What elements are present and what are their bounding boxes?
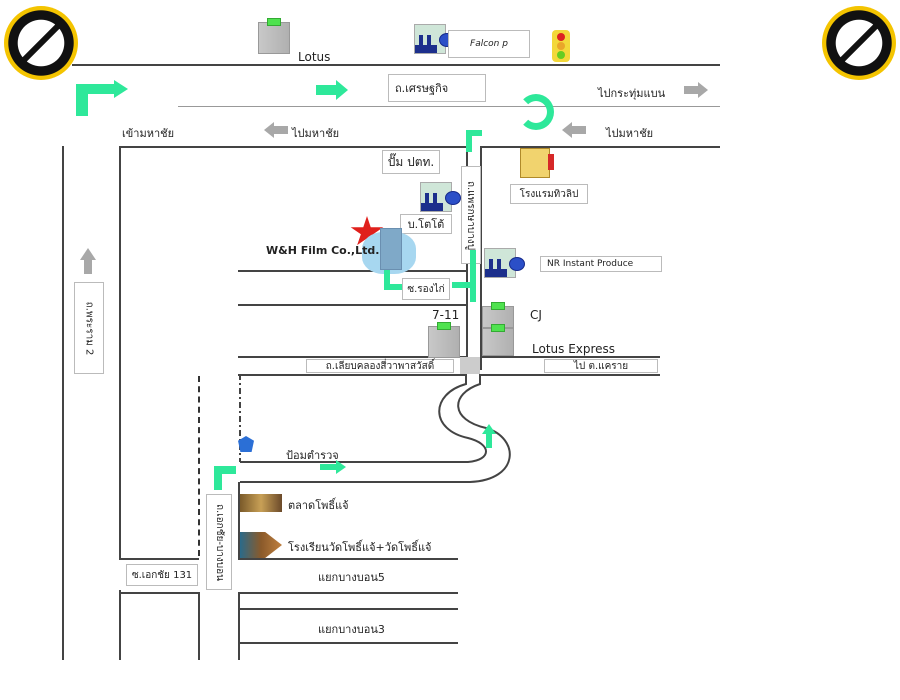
direction-arrow-left-head (264, 122, 274, 138)
b-toto-label: บ.โตโต้ (400, 214, 452, 234)
road-setthakit-top-edge (72, 64, 720, 66)
route-turn-arrow-icon (76, 90, 88, 116)
route-arrow-right-icon (316, 85, 336, 95)
road-rama2-right-edge (119, 146, 121, 558)
traffic-light-icon (552, 30, 570, 62)
road-setthakit-bottom-edge-left (120, 146, 466, 148)
block-line-6 (238, 642, 458, 644)
route-u-turn-icon (518, 94, 554, 130)
s-curve-road (239, 374, 511, 483)
route-arrow-right-icon-2 (320, 464, 336, 470)
route-turn-right-segment (214, 466, 236, 474)
to-mahachai-right-label: ไปมหาชัย (606, 127, 654, 140)
intersection-marker (460, 357, 480, 374)
to-krathum-baen-label: ไปกระทุ่มแบน (598, 87, 666, 100)
route-company-entry (384, 270, 390, 288)
road-phraeksa-right-edge (480, 146, 482, 370)
route-arrow-right-head-2 (336, 460, 346, 474)
ekachai-road-right-edge (238, 482, 240, 558)
company-name-label: W&H Film Co.,Ltd. (266, 244, 380, 257)
block-line-3 (238, 558, 458, 560)
bang-bon-5-label: แยกบางบอน5 (318, 571, 385, 584)
soi-ekachai-131-label: ซ.เอกชัย 131 (126, 564, 198, 586)
route-turn-arrow-head (114, 80, 128, 98)
direction-arrow-left-icon-2 (572, 126, 586, 134)
company-building-icon (362, 228, 416, 274)
liap-khlong-road-label: ถ.เลียบคลองสี่วาพาสวัสดิ์ (306, 359, 454, 373)
ekachai-road-right-edge-lower (238, 592, 240, 660)
block-line-4 (238, 592, 458, 594)
route-company-entry-2 (384, 284, 402, 290)
road-setthakit-label: ถ.เศรษฐกิจ (388, 74, 486, 102)
route-left-segment (452, 282, 470, 288)
liap-khlong-bottom-edge-left (238, 374, 466, 376)
direction-arrow-right-head (698, 82, 708, 98)
cj-label: CJ (530, 308, 542, 322)
block-line-2 (238, 304, 466, 306)
direction-arrow-left-head-2 (562, 122, 572, 138)
route-arrow-up-icon (486, 432, 492, 448)
direction-arrow-left-icon (274, 126, 288, 134)
road-setthakit-bottom-edge-right (480, 146, 720, 148)
to-mahachai-left-label: ไปมหาชัย (292, 127, 340, 140)
ekachai-bangbon-road-text: ถ.เอกชัย-บางบอน (213, 503, 225, 581)
route-turn-down-icon (466, 130, 482, 136)
liap-khlong-top-edge-left (238, 356, 466, 358)
lotus-store-icon (258, 18, 290, 54)
certification-seal-right-icon (822, 6, 896, 80)
toto-factory-icon (420, 182, 461, 212)
route-arrow-right-head (336, 80, 348, 100)
ekachai-road-left-edge (198, 376, 200, 556)
ekachai-bangbon-road-label: ถ.เอกชัย-บางบอน (206, 494, 232, 590)
direction-arrow-up-icon (84, 260, 92, 274)
route-turn-arrow-segment (76, 84, 114, 94)
route-arrow-up-head (482, 424, 496, 434)
soi-131-bottom-edge (119, 592, 199, 594)
block-line-5 (238, 608, 458, 610)
direction-arrow-up-head (80, 248, 96, 260)
seven-eleven-store-icon (428, 322, 460, 358)
road-rama2-right-edge-lower (119, 590, 121, 660)
school-temple-label: โรงเรียนวัดโพธิ์แจ้+วัดโพธิ์แจ้ (288, 541, 432, 554)
temple-icon (240, 532, 282, 558)
certification-seal-left-icon (4, 6, 78, 80)
ptt-station-label: ปั๊ม ปตท. (382, 150, 440, 174)
hotel-icon (520, 148, 550, 178)
lotus-express-label: Lotus Express (532, 342, 616, 356)
soi-rongkai-label: ซ.รองไก่ (402, 278, 450, 300)
liap-khlong-top-edge-right (480, 356, 660, 358)
road-rama2-left-edge (62, 146, 64, 660)
route-vertical-segment (470, 250, 476, 302)
route-turn-right-icon (214, 466, 222, 490)
rama2-road-text: ถ.พระราม 2 (83, 301, 95, 355)
soi-131-top-edge (119, 558, 199, 560)
factory-icon (414, 24, 455, 54)
block-line-1 (238, 270, 466, 272)
hotel-label: โรงแรมทิวลิป (510, 184, 588, 204)
to-tha-rai-label: ไป ต.แคราย (544, 359, 658, 373)
nr-instant-label: NR Instant Produce (540, 256, 662, 272)
lotus-express-store-icon (482, 324, 514, 356)
nr-factory-icon (484, 248, 525, 278)
road-setthakit-divider (178, 106, 720, 107)
rama2-road-label: ถ.พระราม 2 (74, 282, 104, 374)
police-box-label: ป้อมตำรวจ (286, 449, 339, 462)
seven-eleven-label: 7-11 (432, 308, 460, 322)
lotus-label: Lotus (298, 50, 331, 64)
block-left-edge-lower (198, 592, 200, 660)
police-box-icon (238, 436, 254, 452)
liap-khlong-bottom-edge-right (480, 374, 660, 376)
hotel-sign-icon (548, 154, 554, 170)
market-icon (240, 494, 282, 512)
route-turn-down-segment (466, 130, 472, 152)
falcon-label: Falcon p (448, 30, 530, 58)
pho-chae-market-label: ตลาดโพธิ์แจ้ (288, 499, 349, 512)
phraeksa-road-text: ถ.แพรกษาบางปู (465, 180, 477, 250)
enter-mahachai-label: เข้ามหาชัย (122, 127, 175, 140)
direction-arrow-right-icon (684, 86, 698, 94)
bang-bon-3-label: แยกบางบอน3 (318, 623, 385, 636)
